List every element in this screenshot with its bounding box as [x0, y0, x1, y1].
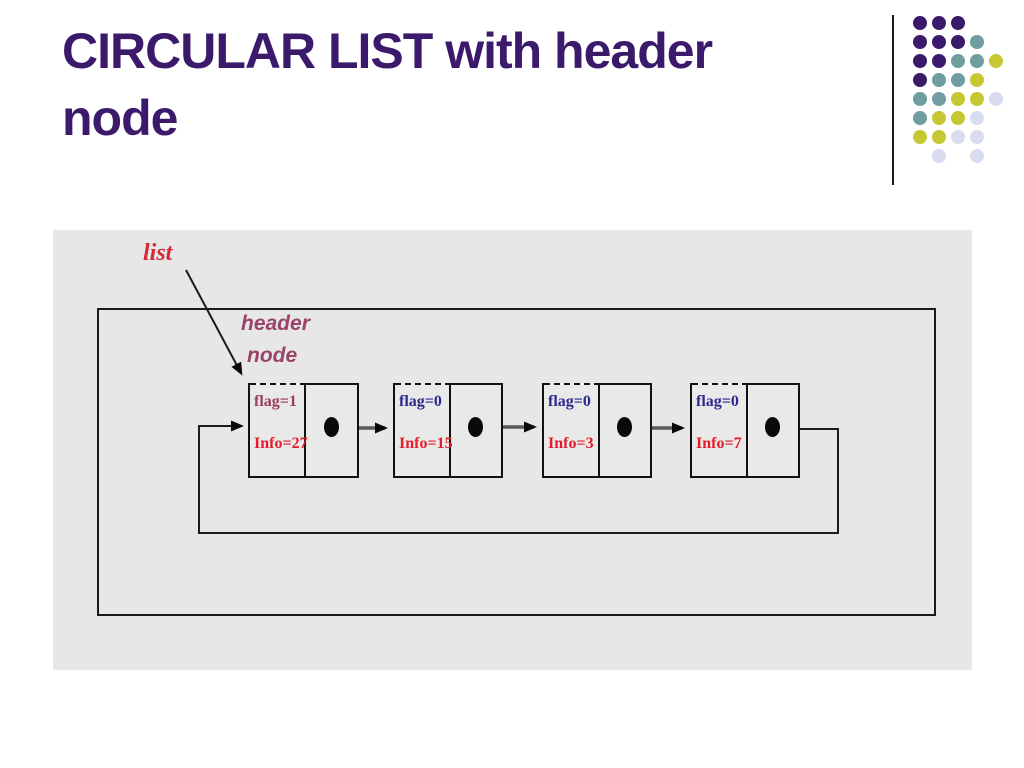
node2-flag: flag=0 — [399, 393, 442, 410]
decorative-dot — [932, 130, 946, 144]
decorative-dot — [951, 16, 965, 30]
node2-info: Info=15 — [399, 435, 453, 452]
decorative-dot — [970, 111, 984, 125]
node1-link-cell — [306, 383, 357, 476]
page-title-line1: CIRCULAR LIST with header — [62, 23, 713, 79]
decorative-dot — [989, 54, 1003, 68]
decorative-dot-grid — [913, 16, 1013, 176]
decorative-dot — [970, 92, 984, 106]
decorative-dot — [913, 92, 927, 106]
decorative-dot — [970, 149, 984, 163]
decorative-dot — [913, 54, 927, 68]
header-node-label-line1: header — [241, 312, 310, 335]
node2-data-cell: flag=0 Info=15 — [395, 383, 453, 476]
decorative-dot — [932, 149, 946, 163]
decorative-dot — [951, 130, 965, 144]
decorative-dot — [951, 54, 965, 68]
decorative-dot — [951, 35, 965, 49]
node3-flag: flag=0 — [548, 393, 591, 410]
node1-info: Info=27 — [254, 435, 308, 452]
decorative-dot — [970, 73, 984, 87]
decorative-dot — [970, 54, 984, 68]
decorative-dot — [951, 111, 965, 125]
decorative-dot — [913, 130, 927, 144]
decorative-dot — [913, 73, 927, 87]
node4-pointer-dot — [765, 417, 780, 437]
node3-info: Info=3 — [548, 435, 594, 452]
node3-link-cell — [600, 383, 650, 476]
node4-flag: flag=0 — [696, 393, 739, 410]
node1-flag: flag=1 — [254, 393, 297, 410]
diagram-panel: list header node flag=1 Info=27 flag=0 I… — [53, 230, 972, 670]
decorative-dot — [913, 16, 927, 30]
page-title-line2: node — [62, 90, 178, 146]
node-box-4: flag=0 Info=7 — [690, 383, 800, 478]
circular-loop-box — [97, 308, 936, 616]
node2-link-cell — [451, 383, 501, 476]
node-box-2: flag=0 Info=15 — [393, 383, 503, 478]
node2-pointer-dot — [468, 417, 483, 437]
page-title: CIRCULAR LIST with header node — [62, 18, 713, 152]
decorative-dot — [970, 35, 984, 49]
decorative-dot — [932, 92, 946, 106]
node-box-3: flag=0 Info=3 — [542, 383, 652, 478]
node1-data-cell: flag=1 Info=27 — [250, 383, 308, 476]
node4-info: Info=7 — [696, 435, 742, 452]
list-pointer-label: list — [143, 240, 173, 266]
title-divider-line — [892, 15, 894, 185]
decorative-dot — [951, 92, 965, 106]
node4-link-cell — [748, 383, 798, 476]
decorative-dot — [951, 73, 965, 87]
decorative-dot — [989, 92, 1003, 106]
header-node-label-line2: node — [247, 344, 298, 367]
header-node-label: header node — [241, 308, 310, 372]
node1-pointer-dot — [323, 417, 339, 437]
decorative-dot — [932, 54, 946, 68]
header-node-box: flag=1 Info=27 — [248, 383, 359, 478]
decorative-dot — [913, 35, 927, 49]
decorative-dot — [970, 130, 984, 144]
decorative-dot — [932, 73, 946, 87]
node3-data-cell: flag=0 Info=3 — [544, 383, 600, 476]
node3-pointer-dot — [617, 417, 632, 437]
node4-data-cell: flag=0 Info=7 — [692, 383, 748, 476]
decorative-dot — [932, 35, 946, 49]
decorative-dot — [932, 111, 946, 125]
decorative-dot — [932, 16, 946, 30]
decorative-dot — [913, 111, 927, 125]
